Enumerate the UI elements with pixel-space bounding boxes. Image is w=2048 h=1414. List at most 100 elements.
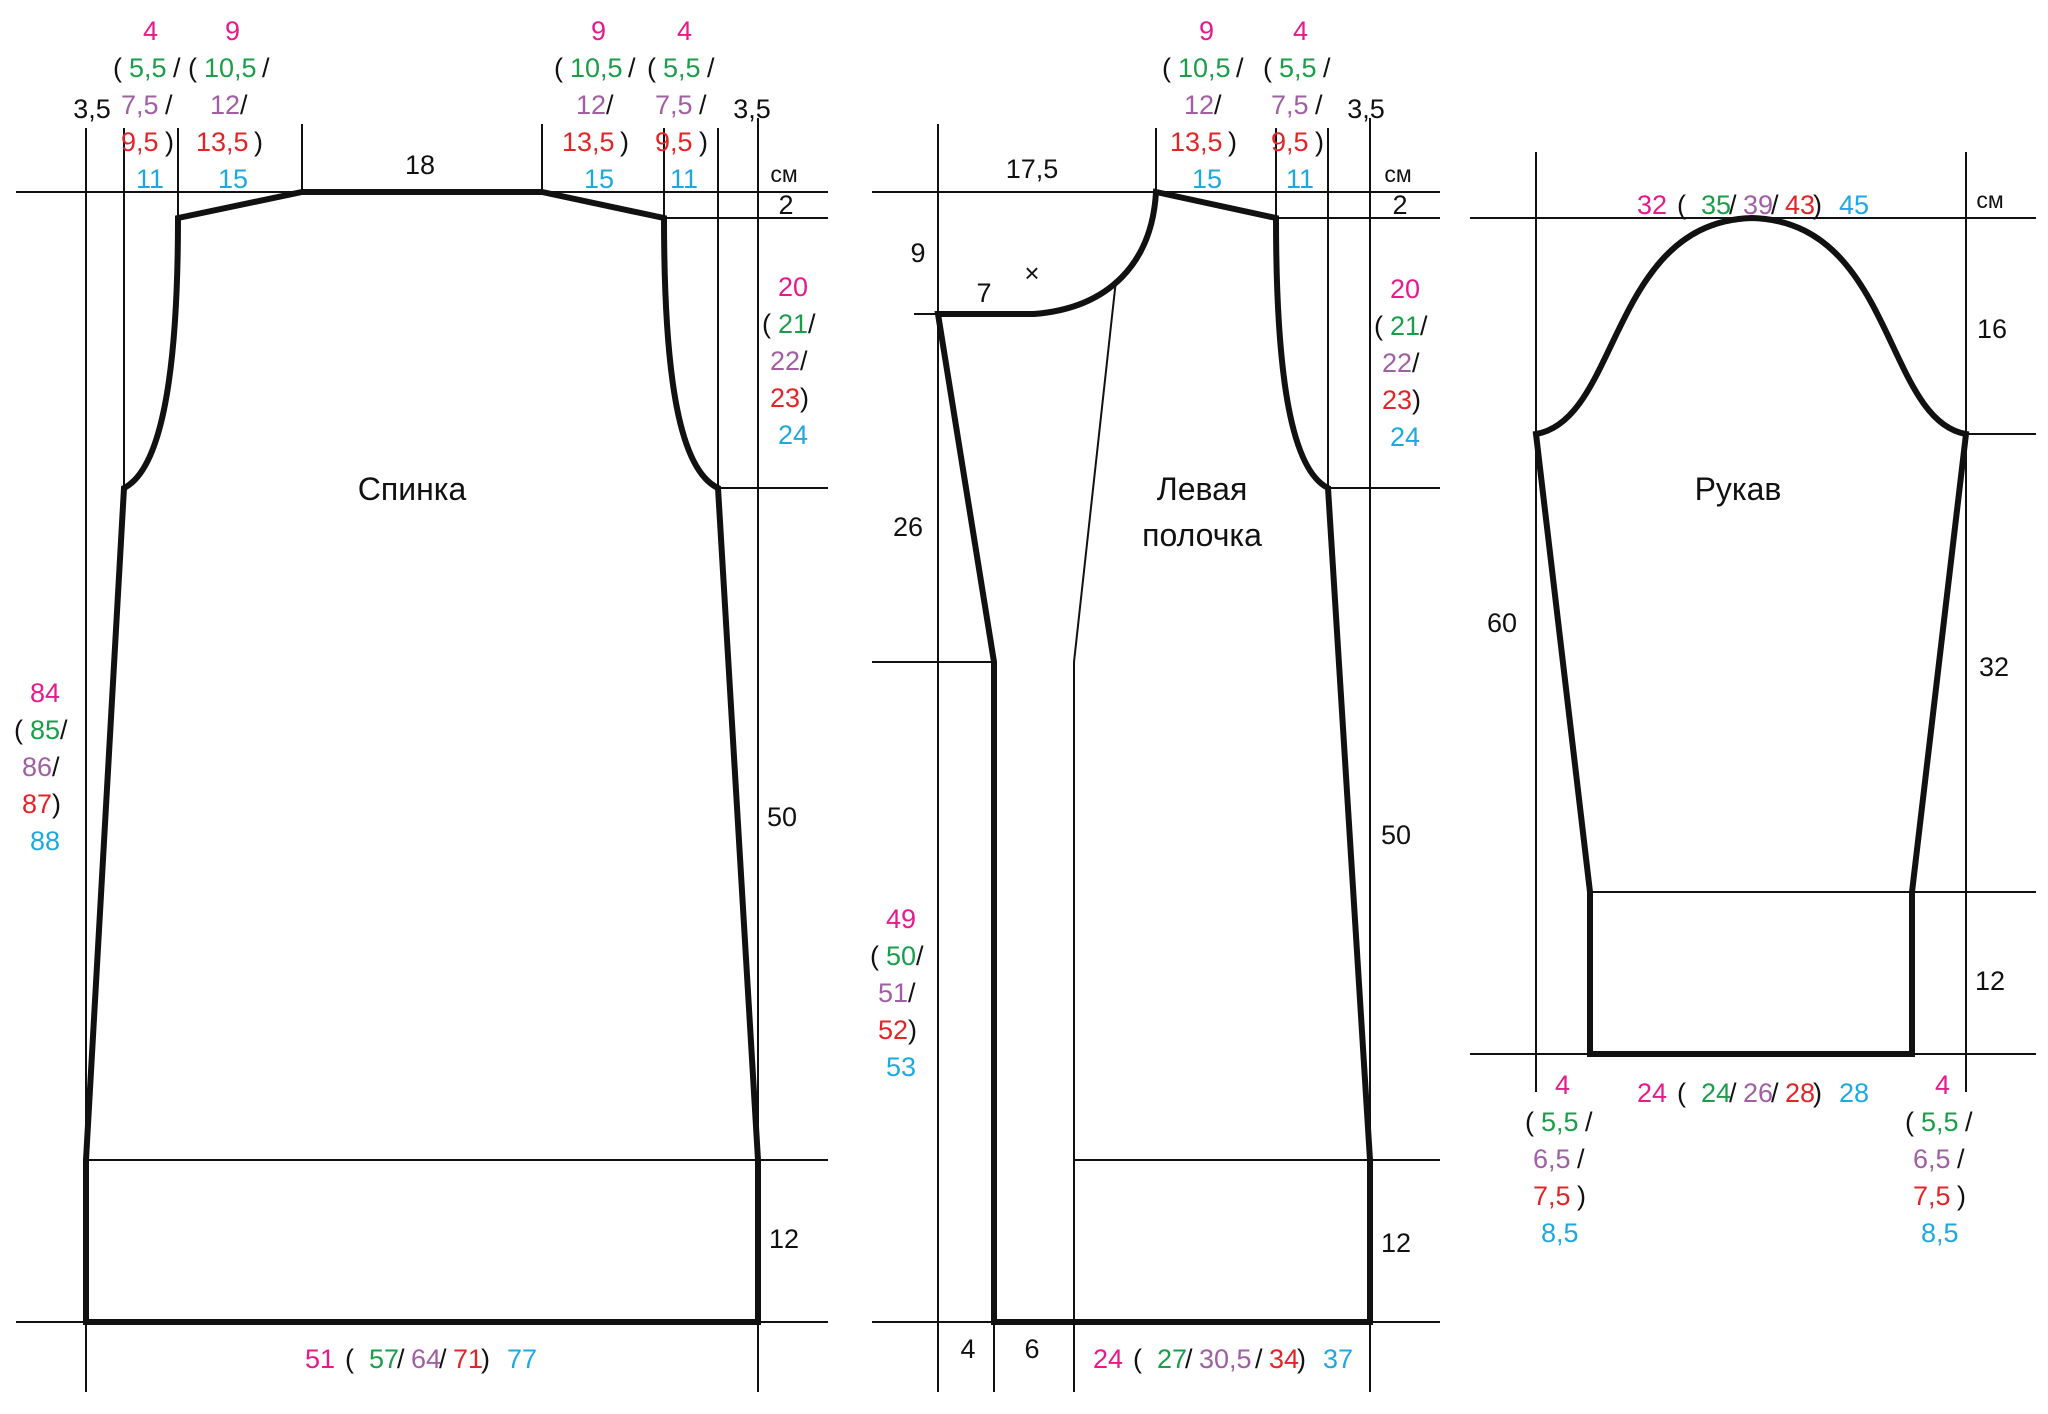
back-shoulder-left-sizes: 4(5,5/7,5/9,5)11 [113,16,181,194]
sleeve-mid-height: 32 [1979,652,2009,682]
size-value: ) [699,127,708,157]
size-value: 9 [591,16,606,46]
size-value: / [1255,1344,1263,1374]
size-value: 11 [670,164,698,194]
size-value: ) [620,127,629,157]
size-value: / [1729,190,1737,220]
front-side-height: 50 [1381,820,1411,850]
size-value: ) [800,383,809,413]
size-value: 50 [886,941,916,971]
sleeve-cuff-height: 12 [1975,966,2005,996]
size-value: 53 [886,1052,916,1082]
size-value: 9 [225,16,240,46]
size-value: 8,5 [1921,1218,1959,1248]
size-value: ( [1677,190,1686,220]
size-value: 5,5 [663,53,701,83]
size-value: ) [165,127,174,157]
size-value: / [1185,1344,1193,1374]
size-value: 30,5 [1199,1344,1252,1374]
size-value: 24 [1390,422,1420,452]
back-outline [83,189,761,1325]
front-shoulder-sizes: 4(5,5/7,5/9,5)11 [1263,16,1331,194]
size-value: 4 [1293,16,1308,46]
front-neck-width: 17,5 [1006,154,1059,184]
size-value: 64 [411,1344,441,1374]
back-edge-right: 3,5 [733,94,771,124]
size-value: ( [345,1344,354,1374]
size-value: ( [647,53,656,83]
size-value: 24 [778,420,808,450]
size-value: 21 [1390,311,1420,341]
back-neck-width: 18 [405,150,435,180]
back-shoulder-right-sizes: 4(5,5/7,5/9,5)11 [647,16,715,194]
size-value: / [808,309,816,339]
front-bottom-left: 4 [960,1334,975,1364]
size-value: 13,5 [562,127,615,157]
size-value: 4 [143,16,158,46]
size-value: ( [1133,1344,1142,1374]
size-value: / [606,90,614,120]
front-labels: Левая полочка 17,5 3,5 см 2 9 7 × 26 50 … [893,94,1412,1364]
front-outline [934,188,1373,1325]
size-value: 12 [576,90,606,120]
size-value: 4 [677,16,692,46]
size-value: 23 [1382,385,1412,415]
size-value: 28 [1785,1078,1815,1108]
size-value: 8,5 [1541,1218,1579,1248]
size-value: 15 [1192,164,1222,194]
size-value: ( [1525,1107,1534,1137]
back-side-height: 50 [767,802,797,832]
size-value: 77 [507,1344,537,1374]
size-value: 24 [1093,1344,1123,1374]
sleeve-guides [1470,152,2036,1092]
size-value: 52 [878,1015,908,1045]
front-lower-height-sizes: 49(50/51/52)53 [870,904,924,1082]
size-value: 6,5 [1913,1144,1951,1174]
size-value: 21 [778,309,808,339]
size-value: ( [1263,53,1272,83]
size-value: 7,5 [1271,90,1309,120]
size-value: / [397,1344,405,1374]
sleeve-cap-width-sizes: 32(35/39/43)45 [1637,190,1869,220]
front-rib-height: 12 [1381,1228,1411,1258]
size-value: ) [52,789,61,819]
size-value: / [1729,1078,1737,1108]
size-value: / [1577,1144,1585,1174]
size-value: 51 [305,1344,335,1374]
sleeve-total-height: 60 [1487,608,1517,638]
back-edge-left: 3,5 [73,94,111,124]
size-value: 84 [30,678,60,708]
size-value: 49 [886,904,916,934]
size-value: ) [1813,1078,1822,1108]
size-value: 7,5 [1913,1181,1951,1211]
front-bottom-band: 6 [1024,1334,1039,1364]
size-value: 71 [453,1344,483,1374]
back-neck-offset-right-sizes: 9(10,5/12/13,5)15 [554,16,636,194]
size-value: 12 [1184,90,1214,120]
size-value: / [262,53,270,83]
back-title: Спинка [358,471,467,507]
size-value: 4 [1555,1070,1570,1100]
sleeve-labels: Рукав см 16 60 32 12 [1487,187,2009,996]
back-unit: см [770,161,797,187]
back-armhole-sizes: 20(21/22/23)24 [762,272,816,450]
front-neck-step: 7 [976,278,991,308]
size-value: / [173,53,181,83]
size-value: 23 [770,383,800,413]
size-value: ( [762,309,771,339]
front-unit: см [1384,161,1411,187]
size-value: ) [908,1015,917,1045]
size-value: 27 [1157,1344,1187,1374]
size-value: 13,5 [1170,127,1223,157]
size-value: 43 [1785,190,1815,220]
size-value: 24 [1701,1078,1731,1108]
sleeve-title: Рукав [1695,471,1782,507]
sleeve-taper-right-sizes: 4(5,5/6,5/7,5)8,5 [1905,1070,1973,1248]
back-neck-drop: 2 [778,190,793,220]
size-value: / [628,53,636,83]
sleeve-cuff-width-sizes: 24(24/26/28)28 [1637,1078,1869,1108]
size-value: ( [1162,53,1171,83]
size-value: 7,5 [655,90,693,120]
front-neck-offset-sizes: 9(10,5/12/13,5)15 [1162,16,1244,194]
